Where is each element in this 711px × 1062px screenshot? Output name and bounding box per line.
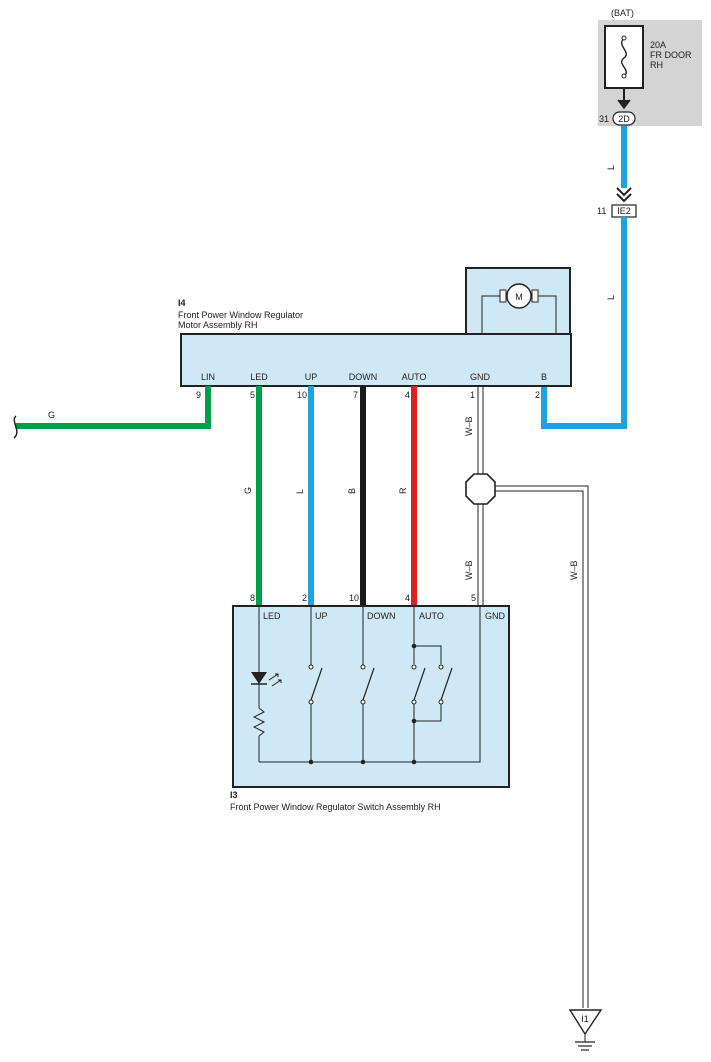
up-wire-label: L [295,489,305,494]
terminal-gnd-label: GND [470,372,491,382]
switch-led-label: LED [263,611,281,621]
connector-ie2-label: IE2 [617,206,631,216]
gnd-wire-lower-label: W–B [464,560,474,580]
led-wire-label: G [243,487,253,494]
fuse-name-line1: FR DOOR [650,50,692,60]
motor-assembly-code: I4 [178,298,186,308]
motor-assembly-name-line2: Motor Assembly RH [178,320,258,330]
switch-auto-label: AUTO [419,611,444,621]
terminal-lin-label: LIN [201,372,215,382]
gnd-wire-upper-label: W–B [464,416,474,436]
down-switch-icon [362,667,375,701]
motor-assembly: M I4 Front Power Window Regulator Motor … [178,267,572,400]
fuse-rating: 20A [650,40,666,50]
ground-splice-icon [465,473,496,505]
switch-assembly: 8 2 10 4 5 LED UP DOWN AUTO GND [230,593,510,812]
power-wire-upper-label: L [606,165,616,170]
switch-assembly-name: Front Power Window Regulator Switch Asse… [230,802,441,812]
wire-break-icon [13,415,18,439]
terminal-led-label: LED [250,372,268,382]
switch-up-label: UP [315,611,328,621]
terminal-up-label: UP [305,372,318,382]
motor-assembly-name-line1: Front Power Window Regulator [178,310,303,320]
connector-2d-pin: 31 [599,114,609,124]
fuse-block: (BAT) 20A FR DOOR RH 2D 31 [598,8,702,126]
connector-2d-label: 2D [618,114,630,124]
auto-wire-label: R [398,487,408,494]
switch-auto-pin: 4 [405,593,410,603]
switch-down-label: DOWN [367,611,396,621]
power-wire-lower-label: L [606,295,616,300]
resistor-icon [252,707,266,737]
switch-led-pin: 8 [250,593,255,603]
switch-assembly-box [232,605,510,788]
signal-wires: G L B R [243,386,417,606]
switch-gnd-label: GND [485,611,506,621]
fuse-source-label: (BAT) [611,8,634,18]
terminal-b-label: B [541,372,547,382]
terminal-gnd-pin: 1 [470,390,475,400]
ground-point-label: I1 [581,1014,589,1024]
motor-symbol-label: M [515,292,523,302]
terminal-led-pin: 5 [250,390,255,400]
ground-point-icon [568,1009,603,1036]
terminal-auto-label: AUTO [402,372,427,382]
power-wire: L IE2 11 L [541,126,637,429]
connector-ie2-pin: 11 [597,206,606,216]
switch-assembly-code: I3 [230,790,238,800]
terminal-b-pin: 2 [535,390,540,400]
ground-wires: W–B W–B W–B I1 [464,386,603,1051]
terminal-auto-pin: 4 [405,390,410,400]
terminal-up-pin: 10 [297,390,307,400]
auto-switch-1-icon [413,667,426,701]
auto-switch-2-icon [440,667,453,701]
terminal-lin-pin: 9 [196,390,201,400]
switch-up-pin: 2 [302,593,307,603]
motor-icon [506,283,532,309]
down-wire-label: B [347,488,357,494]
led-icon [251,672,267,684]
connector-2d [612,111,636,126]
up-switch-icon [310,667,323,701]
switch-gnd-pin: 5 [471,593,476,603]
in-line-connector-icon [616,187,632,203]
connector-arrow-icon [617,99,631,110]
fuse-icon [621,37,627,77]
gnd-wire-right-label: W–B [569,560,579,580]
motor-connector-block [180,333,572,387]
switch-down-pin: 10 [349,593,359,603]
terminal-down-pin: 7 [353,390,358,400]
fuse-box [604,25,644,89]
lin-wire: G [13,386,211,439]
fuse-name-line2: RH [650,60,663,70]
lin-wire-label: G [48,410,55,420]
terminal-down-label: DOWN [349,372,378,382]
